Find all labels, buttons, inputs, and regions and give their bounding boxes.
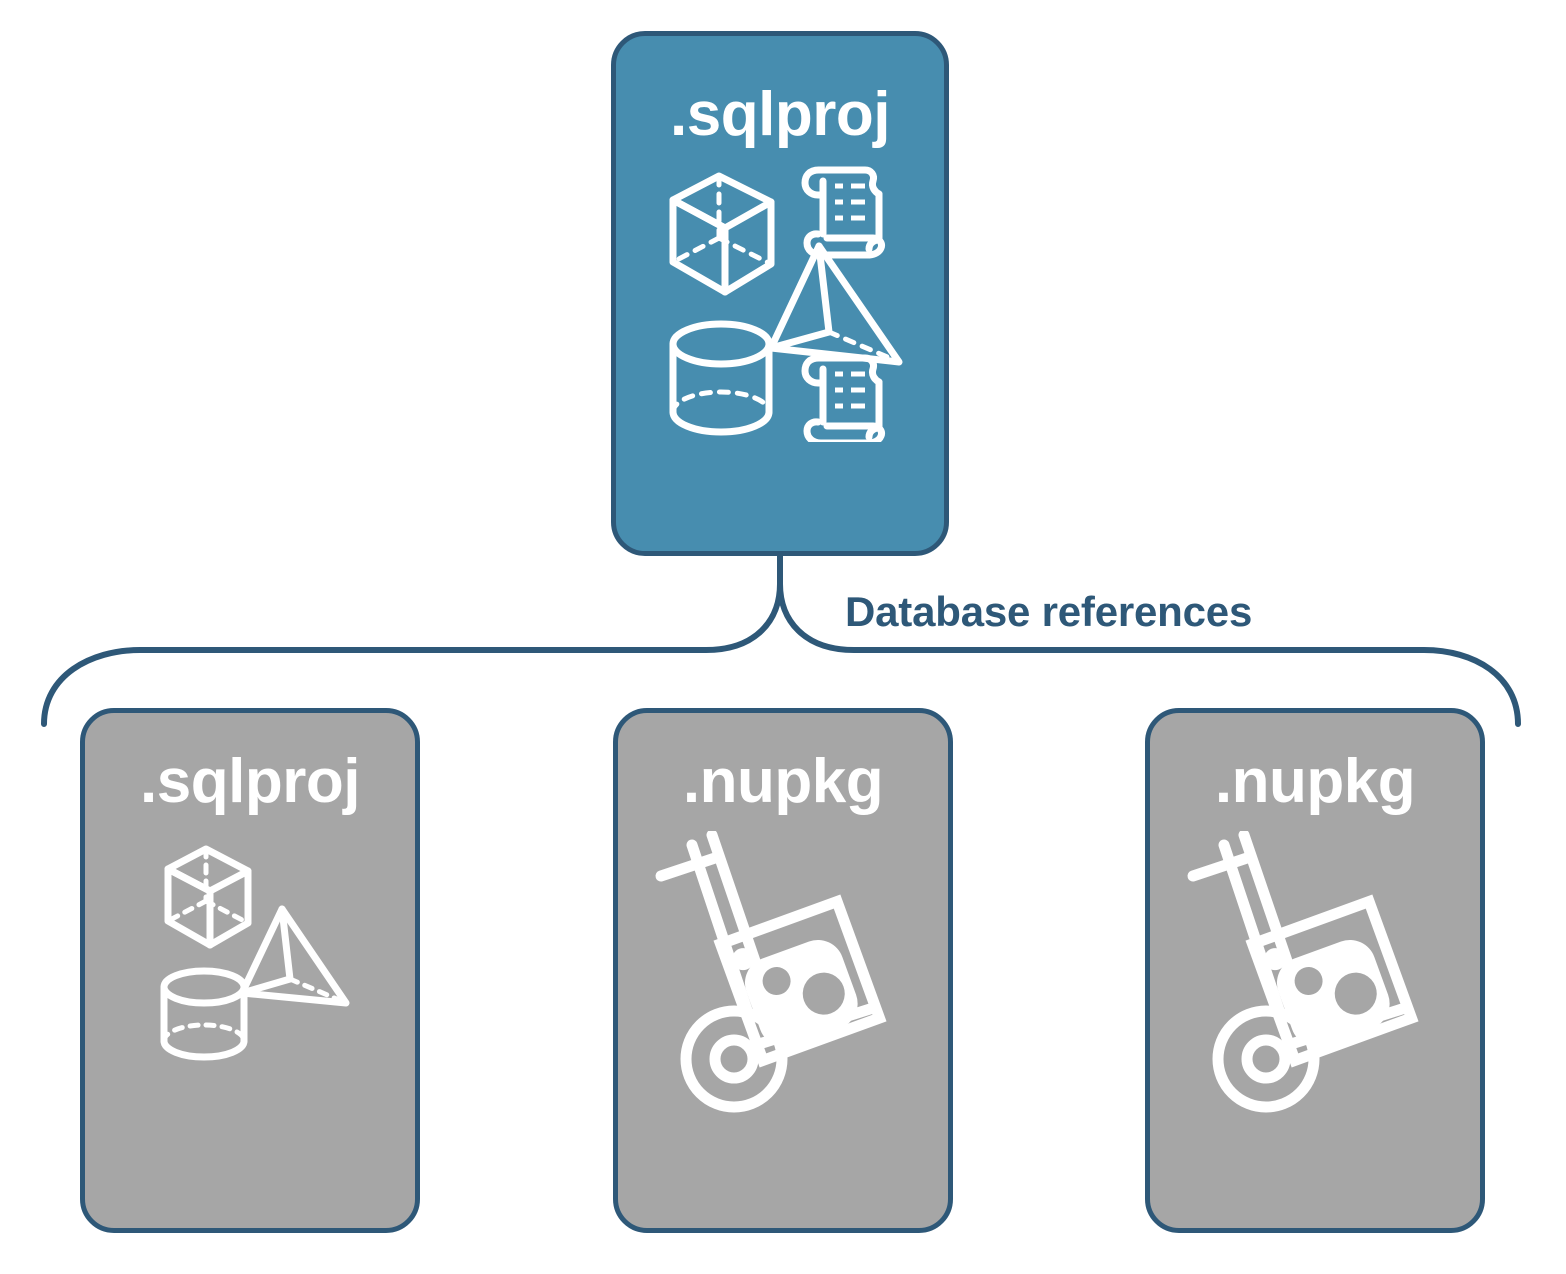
sqlproj-objects-icon [669,166,903,442]
hand-truck-handle [1187,851,1256,882]
hand-truck-rail [706,831,776,1011]
pyramid-icon [767,242,903,366]
hand-truck-wheel [1212,1005,1320,1113]
brace-left-arm [41,581,783,727]
cylinder-icon [160,967,248,1061]
node-child-1-icon-group [618,831,948,1228]
hand-truck-wheel [680,1005,788,1113]
cylinder-icon [669,320,773,436]
cube-icon [669,172,775,296]
database-references-label: Database references [845,588,1253,635]
node-root-sqlproj[interactable]: .sqlproj [611,31,949,556]
hand-truck-icon [1187,831,1419,1113]
hand-truck-rail-2 [686,839,754,1019]
node-child-1-label: .nupkg [682,747,884,816]
node-child-sqlproj[interactable]: .sqlproj [80,708,420,1233]
hand-truck-icon [655,831,887,1113]
nuget-package-icon [713,894,887,1068]
sqlproj-objects-icon [160,845,350,1061]
pyramid-icon [238,905,350,1007]
hand-truck-toe-plate [1282,1003,1408,1051]
node-root-label: .sqlproj [670,80,890,149]
hand-truck-handle [655,851,724,882]
node-child-0-icon-group [85,831,415,1228]
node-child-nupkg-1[interactable]: .nupkg [613,708,953,1233]
hand-truck-toe-plate [750,1003,876,1051]
scroll-icon [801,354,885,442]
cube-icon [164,845,252,949]
node-child-0-label: .sqlproj [140,747,360,816]
hand-truck-rail-2 [1218,839,1286,1019]
nuget-package-icon [1245,894,1419,1068]
hand-truck-rail [1238,831,1308,1011]
node-child-nupkg-2[interactable]: .nupkg [1145,708,1485,1233]
node-child-2-label: .nupkg [1214,747,1416,816]
scroll-icon [801,166,885,259]
node-child-2-icon-group [1150,831,1480,1228]
node-root-icon-group [616,152,944,551]
